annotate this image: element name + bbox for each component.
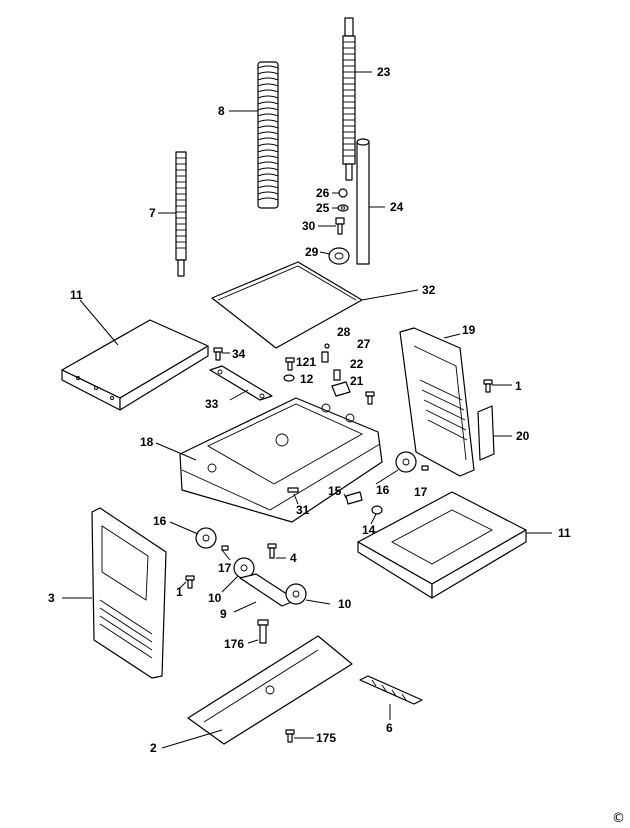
label-20: 20 [516, 429, 530, 443]
label-30: 30 [302, 219, 316, 233]
part-26-screw [338, 188, 348, 198]
label-14: 14 [362, 523, 376, 537]
label-16-right: 16 [376, 483, 390, 497]
copyright-mark: © [612, 811, 625, 826]
label-7: 7 [149, 206, 156, 220]
label-18: 18 [140, 435, 154, 449]
label-176: 176 [224, 637, 244, 651]
label-34: 34 [232, 347, 246, 361]
label-17-left: 17 [218, 561, 232, 575]
label-2: 2 [150, 741, 157, 755]
part-1-screw-upper [483, 379, 493, 393]
label-26: 26 [316, 186, 330, 200]
label-175: 175 [316, 731, 336, 745]
label-8: 8 [218, 104, 225, 118]
part-20-strip [477, 405, 495, 461]
part-31-pin [287, 487, 299, 493]
part-4-screw [267, 543, 277, 559]
label-16-left: 16 [153, 514, 167, 528]
part-10-knob-b [285, 583, 307, 605]
label-1-lower: 1 [176, 585, 183, 599]
label-24: 24 [390, 200, 404, 214]
label-17-right: 17 [414, 485, 428, 499]
label-15: 15 [328, 484, 342, 498]
label-121: 121 [296, 355, 316, 369]
label-6: 6 [386, 721, 393, 735]
label-1-upper: 1 [515, 379, 522, 393]
label-10-right: 10 [338, 597, 352, 611]
part-28-pin [324, 343, 330, 349]
part-23-threaded-rod [342, 17, 356, 181]
label-33: 33 [205, 397, 219, 411]
part-3-side-panel [91, 507, 167, 679]
part-11-cover-upper [61, 319, 209, 411]
part-12-washer [283, 374, 295, 382]
part-175-screw [285, 729, 295, 743]
part-14-screw [371, 505, 383, 515]
part-27-spring [321, 351, 329, 363]
part-24-tube [356, 138, 370, 265]
part-15-pin [345, 491, 363, 505]
part-labels: 23 8 7 26 25 24 30 29 11 32 28 27 19 34 … [48, 65, 571, 755]
label-19: 19 [462, 323, 476, 337]
label-25: 25 [316, 201, 330, 215]
part-121-screw [285, 357, 295, 371]
part-33-bracket [209, 365, 273, 401]
part-22-bolt [333, 369, 341, 381]
label-29: 29 [305, 245, 319, 259]
label-22: 22 [350, 357, 364, 371]
part-18-base [179, 397, 383, 523]
label-28: 28 [337, 325, 351, 339]
small-screw-near-19 [365, 391, 375, 405]
label-11-lower: 11 [558, 526, 571, 540]
part-17-pin-right [421, 465, 429, 471]
part-16-knob-right [395, 451, 417, 473]
part-1-screw-lower [185, 575, 195, 589]
part-6-chain [359, 675, 423, 705]
label-12: 12 [300, 372, 314, 386]
part-19-side-panel [399, 327, 475, 477]
label-21: 21 [350, 374, 364, 388]
part-25-washer [337, 204, 349, 212]
part-17-pin-left [221, 545, 229, 551]
part-29-nut [328, 247, 350, 265]
part-11-cover-lower [357, 491, 527, 599]
part-176-screw [257, 619, 269, 644]
part-34-screw [213, 347, 223, 361]
part-8-spring [257, 61, 279, 209]
label-31: 31 [296, 503, 310, 517]
label-10-left: 10 [208, 591, 222, 605]
leader-lines [62, 71, 552, 749]
part-7-threaded-rod [175, 151, 187, 277]
label-3: 3 [48, 591, 55, 605]
label-32: 32 [422, 283, 436, 297]
label-23: 23 [377, 65, 391, 79]
label-4: 4 [290, 551, 297, 565]
part-30-bolt [335, 217, 345, 235]
label-11-upper: 11 [70, 288, 83, 302]
part-2-base-plate [187, 635, 353, 745]
part-21-clip [331, 381, 351, 397]
label-9: 9 [220, 607, 227, 621]
label-27: 27 [357, 337, 371, 351]
part-16-knob-left [195, 527, 217, 549]
